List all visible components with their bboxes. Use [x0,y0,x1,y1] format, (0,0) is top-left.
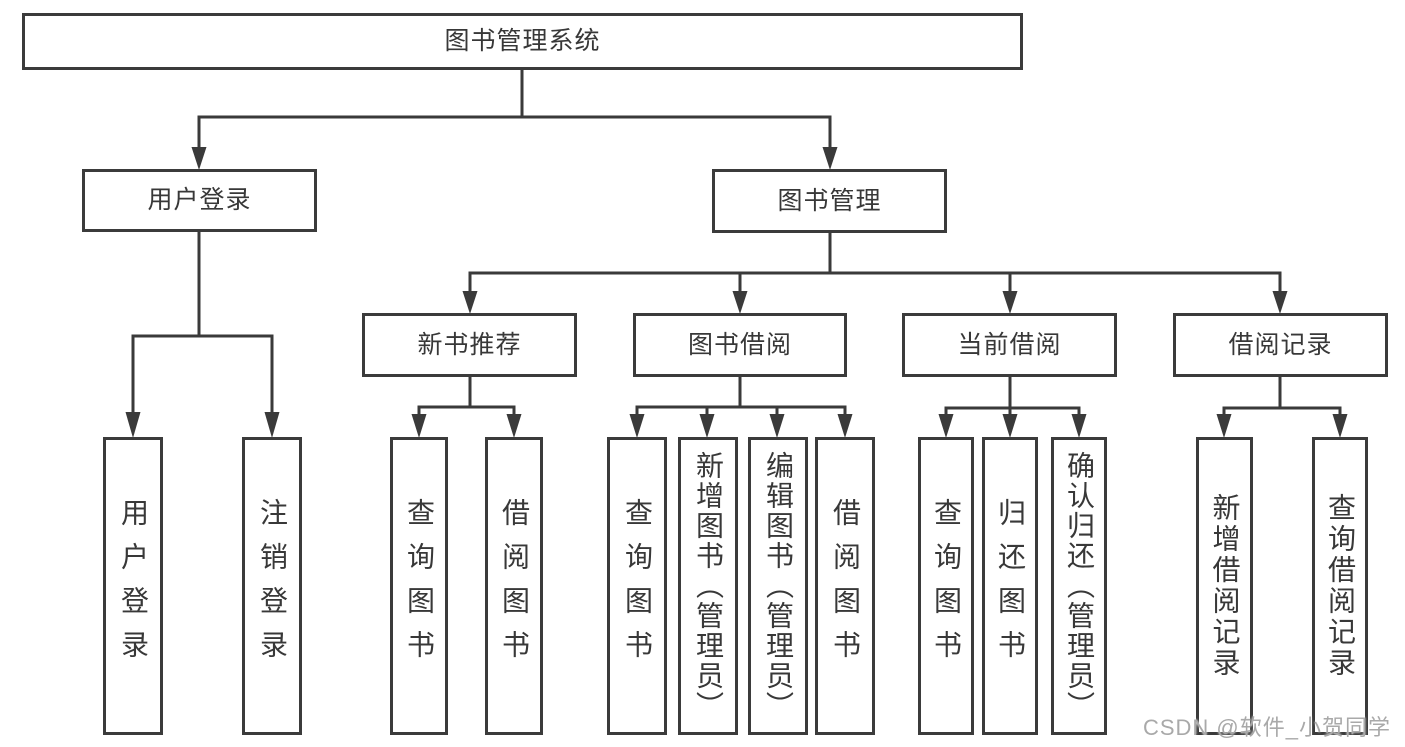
leaf-add-borrow-record: 新增借阅记录 [1196,437,1253,735]
leaf-user-login-label: 用户登录 [118,498,149,674]
leaf-borrow-books-2-label: 借阅图书 [830,498,861,674]
leaf-return-books: 归还图书 [982,437,1038,735]
leaf-query-books-3-label: 查询图书 [931,498,962,674]
leaf-borrow-books-1-label: 借阅图书 [499,498,530,674]
leaf-query-books-1: 查询图书 [390,437,448,735]
node-root-label: 图书管理系统 [444,27,601,55]
leaf-logout: 注销登录 [242,437,302,735]
leaf-query-borrow-record: 查询借阅记录 [1312,437,1368,735]
node-new-book-recommend: 新书推荐 [362,313,577,377]
leaf-add-book-admin-label: 新增图书（管理员） [693,451,724,721]
leaf-query-books-2-label: 查询图书 [622,498,653,674]
node-user-login: 用户登录 [82,169,317,232]
leaf-query-books-2: 查询图书 [607,437,667,735]
node-user-login-label: 用户登录 [147,186,252,214]
leaf-edit-book-admin: 编辑图书（管理员） [748,437,808,735]
leaf-borrow-books-1: 借阅图书 [485,437,543,735]
leaf-confirm-return-admin-label: 确认归还（管理员） [1064,451,1095,721]
leaf-return-books-label: 归还图书 [995,498,1026,674]
leaf-borrow-books-2: 借阅图书 [815,437,875,735]
arrowheads [125,147,1348,438]
node-book-borrowing: 图书借阅 [633,313,847,377]
connector-lines [131,70,1342,416]
leaf-query-books-3: 查询图书 [918,437,974,735]
node-borrowing-records-label: 借阅记录 [1228,330,1333,359]
node-current-borrowing: 当前借阅 [902,313,1117,377]
leaf-query-books-1-label: 查询图书 [404,498,435,674]
leaf-query-borrow-record-label: 查询借阅记录 [1325,493,1356,679]
node-book-management-label: 图书管理 [777,186,882,215]
csdn-watermark: CSDN @软件_小贺同学 [1142,715,1391,740]
leaf-add-book-admin: 新增图书（管理员） [678,437,738,735]
leaf-confirm-return-admin: 确认归还（管理员） [1051,437,1107,735]
leaf-edit-book-admin-label: 编辑图书（管理员） [763,451,794,721]
node-current-borrowing-label: 当前借阅 [957,330,1062,359]
node-book-management: 图书管理 [712,169,947,233]
node-new-book-recommend-label: 新书推荐 [417,330,522,359]
node-root: 图书管理系统 [22,13,1023,70]
node-borrowing-records: 借阅记录 [1173,313,1388,377]
leaf-add-borrow-record-label: 新增借阅记录 [1209,493,1241,679]
leaf-logout-label: 注销登录 [257,498,288,674]
leaf-user-login: 用户登录 [103,437,163,735]
node-book-borrowing-label: 图书借阅 [687,330,792,359]
